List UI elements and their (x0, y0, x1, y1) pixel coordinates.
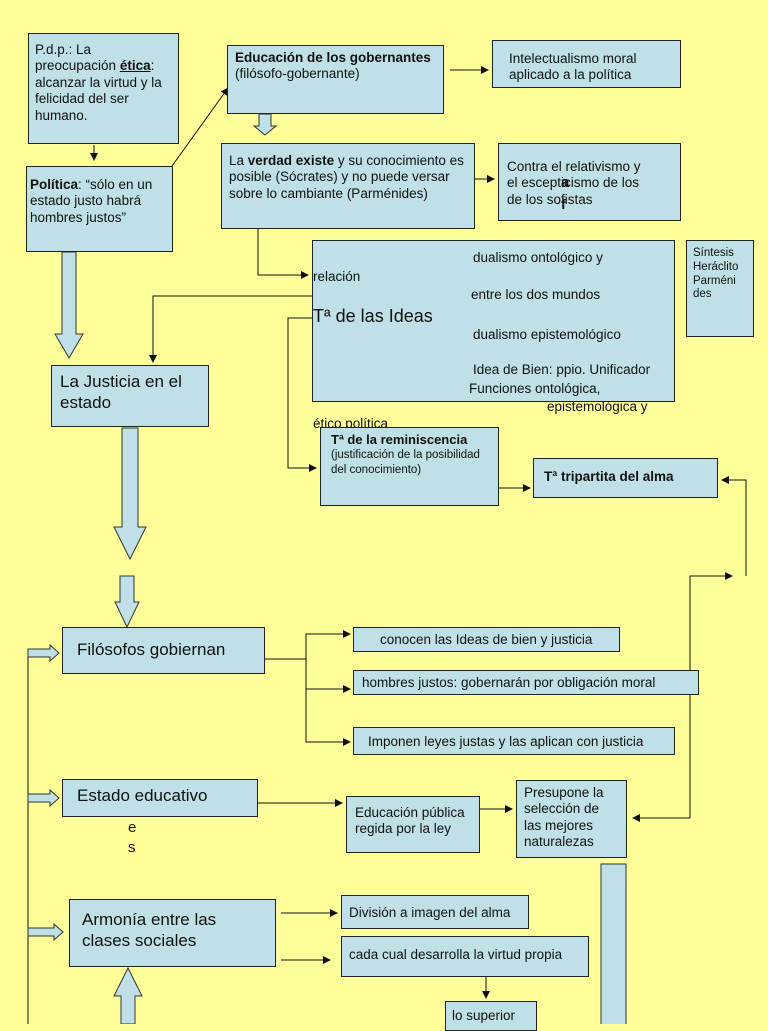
link-ideas-reminiscencia (287, 317, 317, 472)
hombres-justos-box: hombres justos: gobernarán por obligació… (353, 670, 699, 695)
conocen-box: conocen las Ideas de bien y justicia (353, 627, 620, 652)
link-filosofos-imponen (305, 689, 351, 746)
estado-educativo-box: Estado educativo (62, 779, 258, 817)
link-filosofos-conocen (265, 630, 351, 660)
ideas-item-4c: epistemológica y (547, 399, 648, 414)
division-box: División a imagen del alma (341, 895, 529, 929)
ideas-relacion: relación (313, 269, 361, 284)
ideas-item-4a: Idea de Bien: ppio. Unificador (473, 362, 651, 377)
filosofos-box: Filósofos gobiernan (62, 627, 265, 674)
pdp-box: P.d.p.: La preocupación ética: alcanzar … (28, 33, 179, 144)
link-ideas-justicia (149, 295, 312, 363)
vertical-bar (600, 863, 627, 1024)
ideas-item-2: entre los dos mundos (471, 287, 601, 302)
ideas-item-4b: Funciones ontológica, (469, 381, 601, 396)
block-arrow-educacion-verdad (252, 113, 278, 136)
intelectualismo-box: Intelectualismo moral aplicado a la polí… (492, 40, 681, 88)
educacion-publica-box: Educación pública regida por la ley (346, 796, 480, 853)
ideas-item-3: dualismo epistemológico (473, 327, 621, 342)
link-verdad-relacion (257, 229, 309, 279)
overlap-a: a (561, 174, 570, 191)
educacion-box: Educación de los gobernantes (filósofo-g… (227, 45, 444, 114)
link-presupone-side (689, 572, 733, 818)
imponen-box: Imponen leyes justas y las aplican con j… (353, 727, 675, 755)
ideas-item-1: dualismo ontológico y (473, 250, 603, 265)
block-arrow-up-armonia (113, 966, 143, 1024)
lo-superior-box: lo superior (445, 1001, 537, 1031)
block-arrow-justicia-down (113, 427, 147, 561)
fragment-s: s (128, 839, 136, 856)
block-arrow-right-armonia (27, 922, 64, 942)
politica-box: Política: “sólo en un estado justo habrá… (26, 166, 173, 252)
link-filosofos-hombres (305, 659, 351, 693)
justicia-estado-box: La Justicia en el estado (51, 365, 209, 427)
link-politica-educacion (171, 87, 229, 167)
block-arrow-to-filosofos (114, 575, 140, 629)
reminiscencia-box: Tª de la reminiscencia (justificación de… (320, 427, 499, 506)
relativismo-box: Contra el relativismo y el escepticismo … (498, 143, 681, 221)
sintesis-box: Síntesis Heráclito Parméni des (686, 240, 754, 337)
armonia-box: Armonía entre las clases sociales (69, 899, 276, 967)
ideas-title: Tª de las Ideas (313, 306, 433, 326)
verdad-box: La verdad existe y su conocimiento es po… (221, 143, 475, 229)
presupone-box: Presupone la selección de las mejores na… (516, 780, 627, 858)
block-arrow-right-estado (27, 788, 60, 808)
tripartita-box: Tª tripartita del alma (533, 458, 718, 498)
overlap-f: f (561, 196, 566, 212)
fragment-e: e (128, 819, 137, 836)
block-arrow-right-filosofos (27, 643, 60, 663)
link-side-tripartita (721, 476, 747, 576)
ideas-box (312, 240, 675, 402)
block-arrow-politica-justicia (54, 251, 84, 359)
cada-cual-box: cada cual desarrolla la virtud propia (341, 936, 589, 977)
